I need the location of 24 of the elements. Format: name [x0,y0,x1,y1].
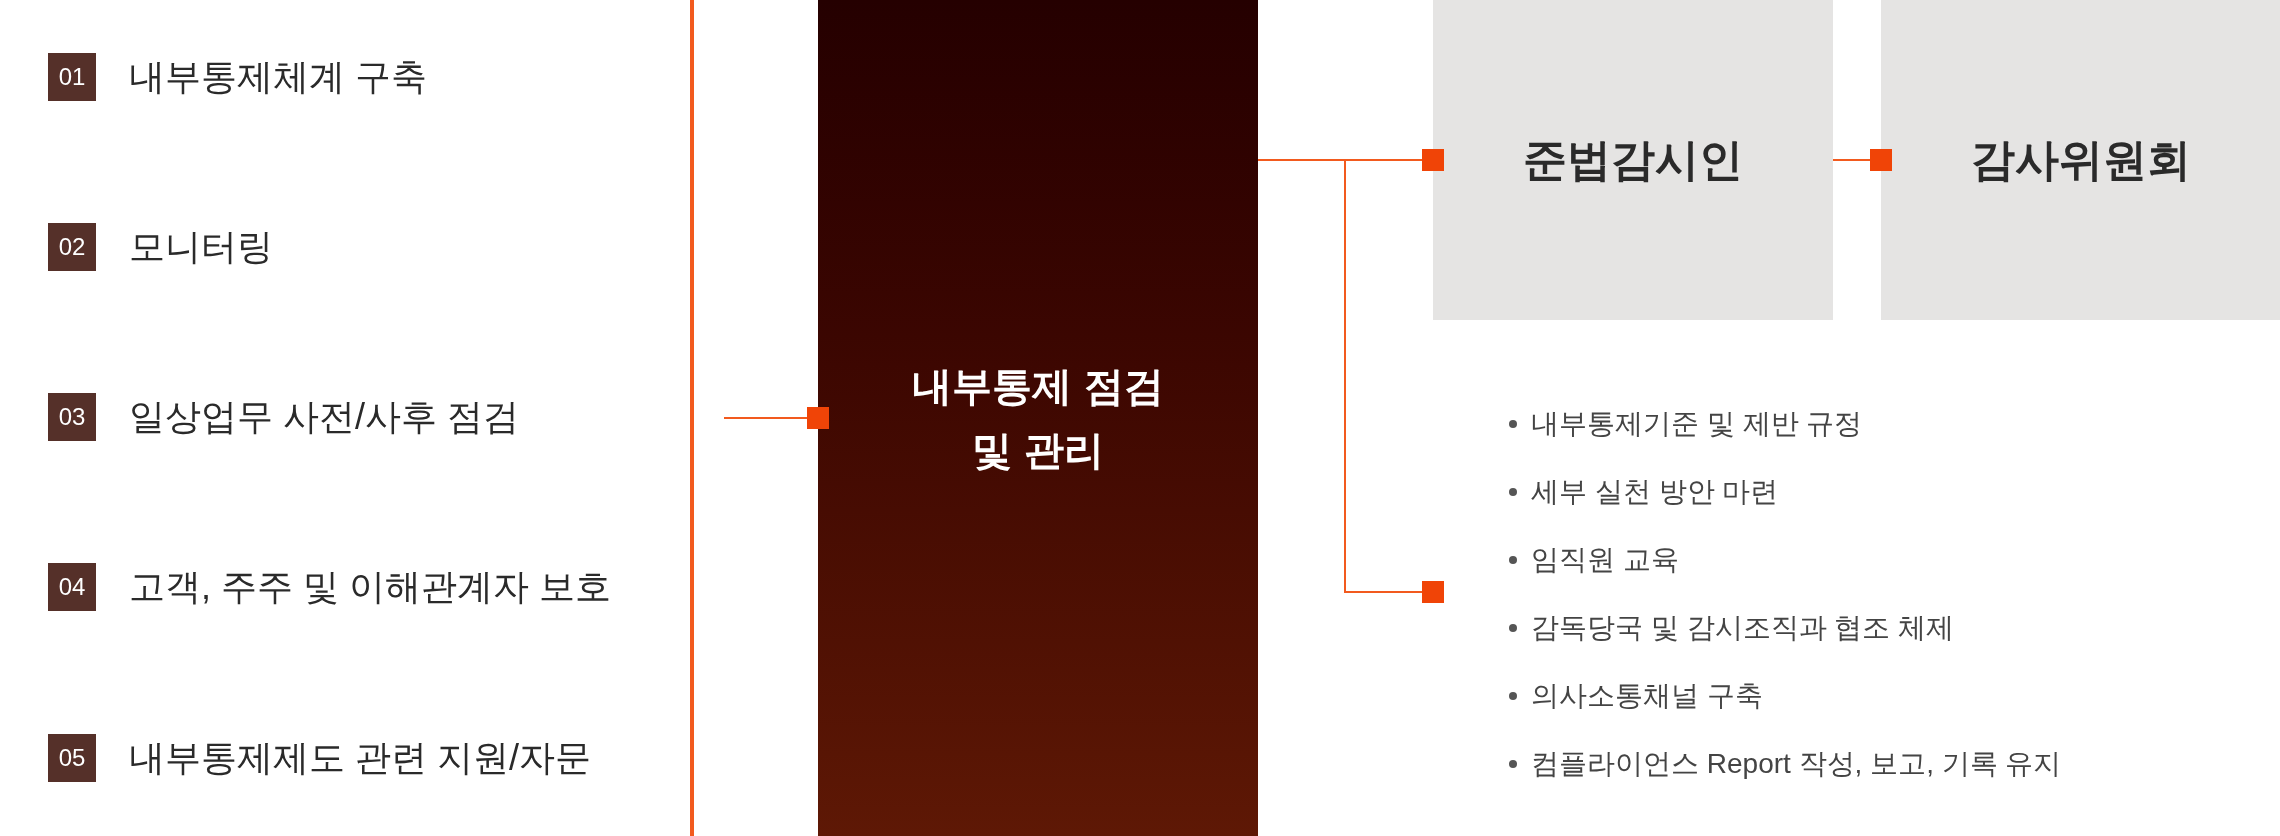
item-label: 고객, 주주 및 이해관계자 보호 [129,565,611,609]
duty-item: 감독당국 및 감시조직과 협조 체제 [1531,611,1955,645]
duty-item: 내부통제기준 및 제반 규정 [1531,407,1863,441]
role-box [1433,0,1833,320]
duty-item: 컴플라이언스 Report 작성, 보고, 기록 유지 [1531,747,2062,781]
number-badge: 04 [48,563,96,611]
role-title: 준법감시인 [1523,134,1743,186]
duty-item: 세부 실천 방안 마련 [1531,475,1779,509]
duty-item: 의사소통채널 구축 [1531,679,1763,713]
panel-title: 내부통제 점검 및 관리 [911,363,1165,474]
item-label: 일상업무 사전/사후 점검 [129,395,519,439]
duty-item: 임직원 교육 [1531,543,1679,577]
item-label: 내부통제제도 관련 지원/자문 [129,736,591,780]
number-badge: 03 [48,393,96,441]
number-badge: 05 [48,734,96,782]
number-badge: 01 [48,53,96,101]
item-label: 모니터링 [129,225,273,269]
number-badge: 02 [48,223,96,271]
connector [723,407,829,429]
role-box [1881,0,2280,320]
connector [1832,149,1892,171]
role-title: 감사위원회 [1970,134,2191,186]
center-panel [818,0,1258,836]
item-label: 내부통제체계 구축 [129,55,427,99]
